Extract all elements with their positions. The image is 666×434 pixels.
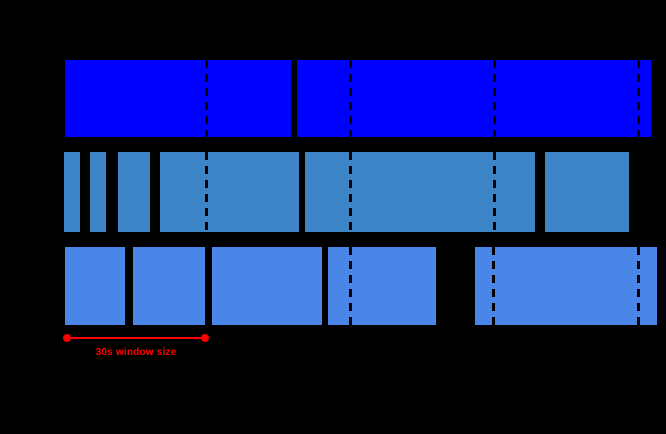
row-2-bar xyxy=(90,152,106,232)
row-3-bar xyxy=(212,247,322,325)
window-boundary-line xyxy=(348,60,352,137)
row-1-bar xyxy=(65,60,291,137)
row-3-bar xyxy=(133,247,205,325)
row-2-bar xyxy=(64,152,80,232)
window-boundary-line xyxy=(636,60,640,137)
measure-right-dot xyxy=(201,334,209,342)
row-1-bar xyxy=(297,60,651,137)
row-2-bar xyxy=(160,152,299,232)
window-boundary-line xyxy=(348,152,352,232)
row-2-bar xyxy=(305,152,535,232)
row-3-bar xyxy=(475,247,657,325)
window-size-measure-line xyxy=(67,337,205,339)
window-boundary-line xyxy=(348,247,352,325)
window-boundary-line xyxy=(492,152,496,232)
window-boundary-line xyxy=(636,247,640,325)
window-size-label: 30s window size xyxy=(95,347,177,358)
window-boundary-line xyxy=(492,60,496,137)
row-2-bar xyxy=(118,152,150,232)
window-boundary-line xyxy=(204,152,208,232)
window-boundary-line xyxy=(204,60,208,137)
row-2-bar xyxy=(545,152,629,232)
row-3-bar xyxy=(328,247,436,325)
window-boundary-line xyxy=(491,247,495,325)
row-3-bar xyxy=(65,247,125,325)
